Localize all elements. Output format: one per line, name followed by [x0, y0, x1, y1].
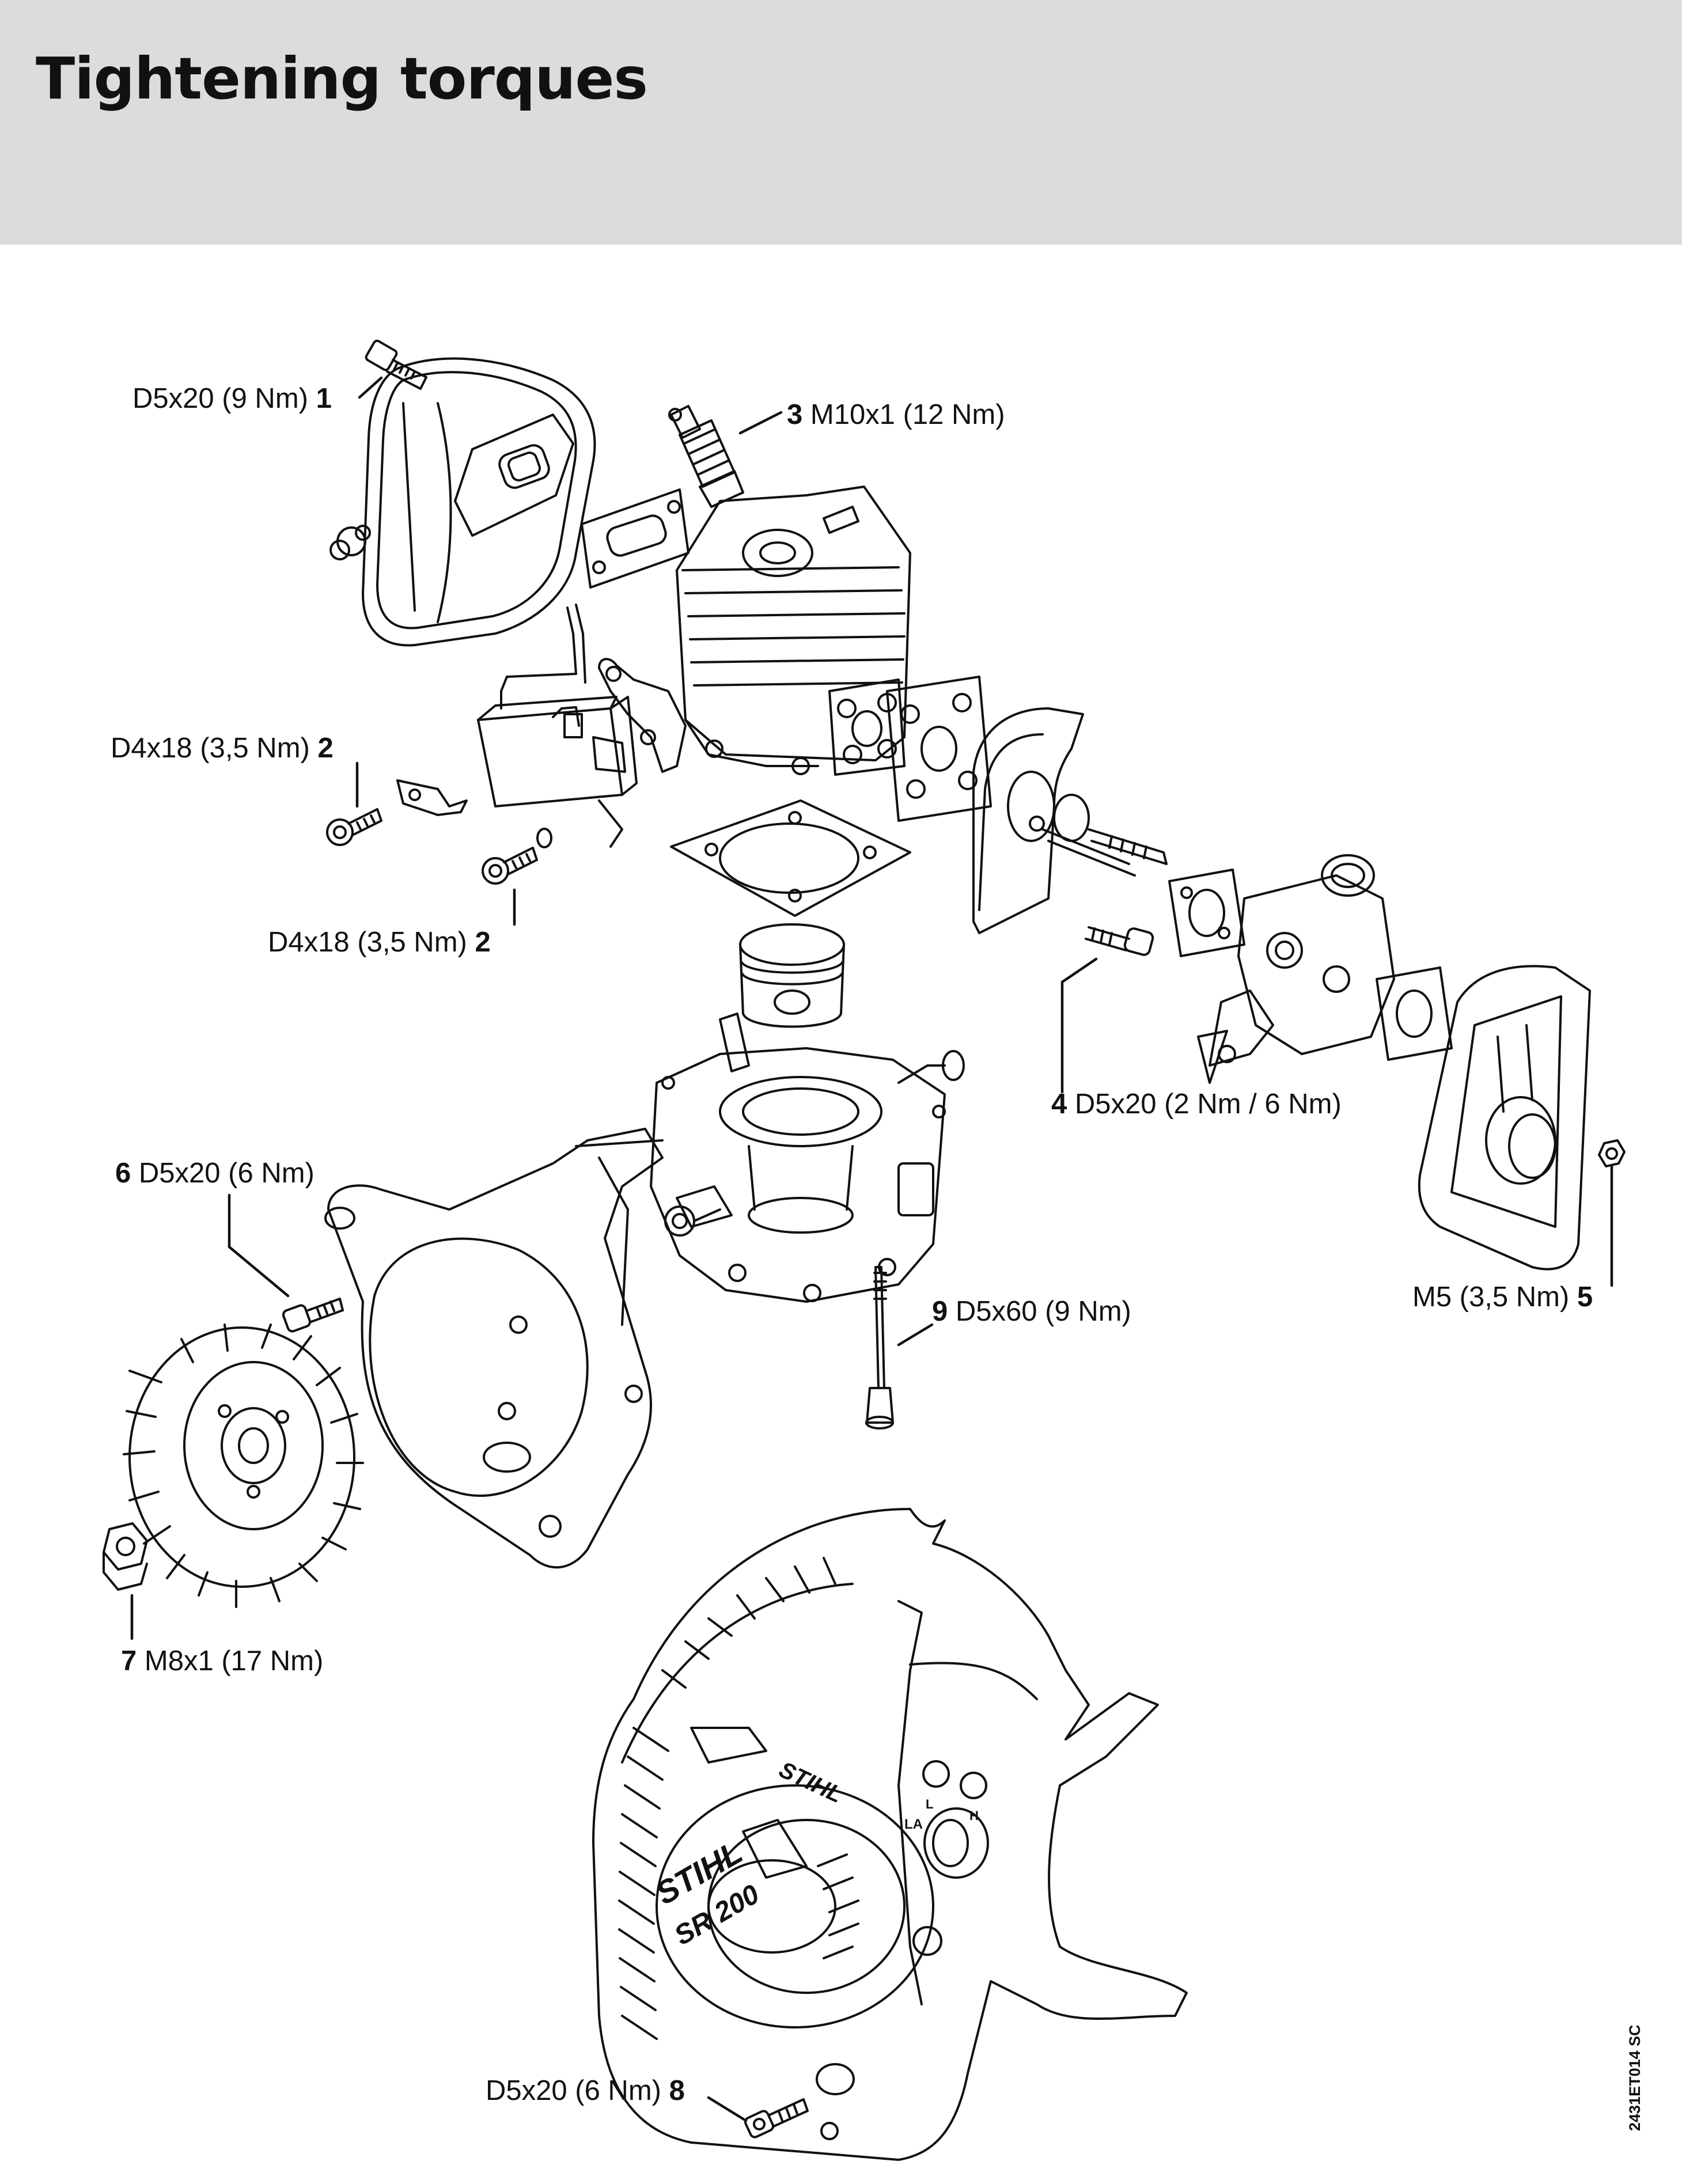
- mark-h: H: [969, 1808, 979, 1823]
- air-filter-housing-icon: [1418, 965, 1591, 1271]
- callout-7: 7 M8x1 (17 Nm): [121, 1647, 323, 1675]
- callout-5: M5 (3,5 Nm) 5: [1412, 1283, 1593, 1311]
- header-band: [0, 0, 1682, 245]
- carburetor-icon: [1197, 854, 1395, 1084]
- muffler-gasket-icon: [581, 488, 690, 589]
- callout-2-lower-spec: D4x18 (3,5 Nm): [268, 927, 467, 958]
- muffler-icon: [329, 357, 596, 647]
- ignition-module-icon: [477, 604, 638, 848]
- callout-4-number: 4: [1051, 1089, 1067, 1120]
- callout-8-spec: D5x20 (6 Nm): [486, 2075, 661, 2106]
- callout-1-spec: D5x20 (9 Nm): [132, 383, 308, 414]
- screw-1-icon: [365, 339, 427, 390]
- callout-7-number: 7: [121, 1645, 137, 1677]
- callout-3: 3 M10x1 (12 Nm): [787, 401, 1005, 429]
- mark-la: LA: [904, 1817, 923, 1832]
- nut-7-icon: [103, 1522, 148, 1591]
- air-filter-gasket-icon: [1376, 966, 1453, 1061]
- callout-9: 9 D5x60 (9 Nm): [932, 1298, 1131, 1326]
- callout-2-lower: D4x18 (3,5 Nm) 2: [268, 928, 491, 957]
- callout-2-upper: D4x18 (3,5 Nm) 2: [111, 734, 334, 763]
- callout-3-spec: M10x1 (12 Nm): [810, 399, 1005, 430]
- flywheel-icon: [123, 1324, 364, 1608]
- spark-plug-icon: [668, 405, 744, 508]
- carburetor-studs-icon: [1088, 828, 1168, 865]
- intake-manifold-icon: [972, 707, 1136, 934]
- callout-3-number: 3: [787, 399, 803, 430]
- carburetor-gasket-icon: [1168, 869, 1245, 957]
- callout-4: 4 D5x20 (2 Nm / 6 Nm): [1051, 1090, 1342, 1118]
- screw-8-icon: [744, 2098, 809, 2138]
- screw-9-icon: [865, 1266, 894, 1430]
- callout-2-lower-number: 2: [475, 927, 491, 958]
- callout-7-spec: M8x1 (17 Nm): [144, 1645, 324, 1677]
- engine-cover-icon: [592, 1508, 1188, 2161]
- callout-1-number: 1: [316, 383, 332, 414]
- callout-2-upper-number: 2: [317, 733, 334, 764]
- piston-icon: [719, 923, 845, 1072]
- nut-5-icon: [1598, 1139, 1626, 1167]
- brand-stihl-small: STIHL: [775, 1757, 846, 1808]
- screw-2-upper-icon: [326, 808, 382, 846]
- intake-gasket-icon: [886, 676, 992, 822]
- housing-markings: STIHL STIHL SR 200 L H LA: [650, 1757, 979, 1951]
- screw-2-lower-icon: [482, 828, 552, 885]
- leader-lines: [130, 376, 1613, 2122]
- cylinder-icon: [676, 486, 911, 776]
- callout-1: D5x20 (9 Nm) 1: [132, 385, 332, 413]
- callout-5-number: 5: [1577, 1281, 1593, 1313]
- callout-5-spec: M5 (3,5 Nm): [1412, 1281, 1570, 1313]
- screw-6-icon: [282, 1298, 344, 1333]
- fan-housing-icon: [324, 1128, 664, 1569]
- callout-6: 6 D5x20 (6 Nm): [115, 1159, 315, 1188]
- page-title: Tightening torques: [36, 45, 648, 112]
- callout-9-spec: D5x60 (9 Nm): [955, 1296, 1131, 1327]
- callout-9-number: 9: [932, 1296, 948, 1327]
- base-gasket-icon: [670, 799, 911, 917]
- crankcase-icon: [650, 1047, 965, 1303]
- drawing-code: 2431ET014 SC: [1626, 2024, 1643, 2131]
- screw-4-icon: [1085, 926, 1154, 956]
- mark-l: L: [926, 1797, 933, 1811]
- callout-8-number: 8: [669, 2075, 685, 2106]
- callout-8: D5x20 (6 Nm) 8: [486, 2077, 685, 2105]
- callout-2-upper-spec: D4x18 (3,5 Nm): [111, 733, 310, 764]
- callout-4-spec: D5x20 (2 Nm / 6 Nm): [1074, 1089, 1342, 1120]
- bracket-icon: [396, 658, 687, 816]
- callout-6-spec: D5x20 (6 Nm): [138, 1158, 315, 1189]
- callout-6-number: 6: [115, 1158, 131, 1189]
